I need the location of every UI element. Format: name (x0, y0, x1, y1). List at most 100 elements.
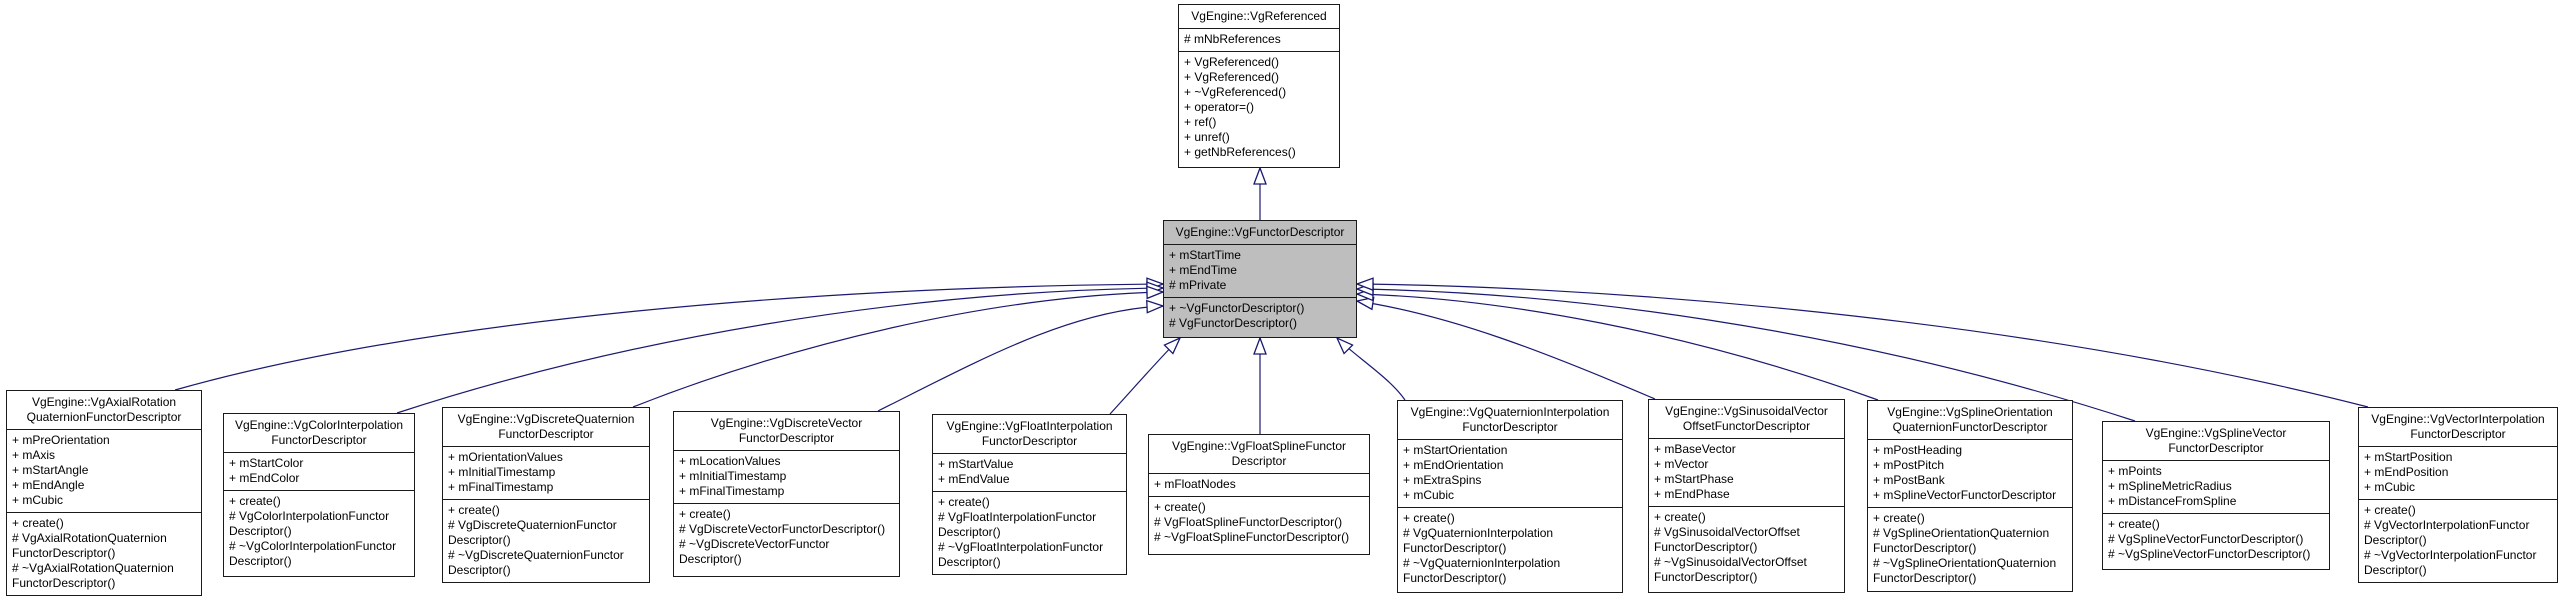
method: + VgReferenced() (1184, 55, 1280, 69)
class-title: VgEngine::VgAxialRotation QuaternionFunc… (26, 395, 182, 424)
class-box-quaternion-interpolation[interactable]: VgEngine::VgQuaternionInterpolation Func… (1397, 400, 1623, 593)
class-box-spline-orientation-quaternion[interactable]: VgEngine::VgSplineOrientation Quaternion… (1867, 400, 2073, 592)
method: # VgSplineVectorFunctorDescriptor() (2108, 532, 2304, 546)
method: + ~VgReferenced() (1184, 85, 1287, 99)
attribute: + mStartTime (1169, 248, 1241, 262)
methods-compartment: + create()# VgSplineOrientationQuaternio… (1868, 507, 2072, 590)
method: + getNbReferences() (1184, 145, 1296, 159)
inheritance-edge-discrete-vector (877, 299, 1165, 412)
attribute: # mNbReferences (1184, 32, 1281, 46)
class-title: VgEngine::VgFunctorDescriptor (1175, 225, 1345, 239)
attribute: # mPrivate (1169, 278, 1227, 292)
class-title: VgEngine::VgColorInterpolation FunctorDe… (234, 418, 404, 447)
class-box-vector-interpolation[interactable]: VgEngine::VgVectorInterpolation FunctorD… (2358, 407, 2558, 583)
method: # VgFunctorDescriptor() (1169, 316, 1298, 330)
class-title: VgEngine::VgFloatInterpolation FunctorDe… (946, 419, 1113, 448)
attribute: + mFloatNodes (1154, 477, 1236, 491)
method: + VgReferenced() (1184, 70, 1280, 84)
method: + create() (229, 494, 281, 508)
class-box-sinusoidal-vector-offset[interactable]: VgEngine::VgSinusoidalVector OffsetFunct… (1648, 399, 1845, 593)
attributes-compartment: # mNbReferences (1179, 28, 1339, 51)
attribute: + mStartColor (229, 456, 304, 470)
class-title: VgEngine::VgDiscreteVector FunctorDescri… (710, 416, 863, 445)
attribute: + mVector (1654, 457, 1709, 471)
attribute: + mSplineMetricRadius (2108, 479, 2232, 493)
method: + create() (679, 507, 731, 521)
attribute: + mDistanceFromSpline (2108, 494, 2237, 508)
method: # ~VgSplineVectorFunctorDescriptor() (2108, 547, 2311, 561)
class-box-float-interpolation[interactable]: VgEngine::VgFloatInterpolation FunctorDe… (932, 414, 1127, 575)
attribute: + mEndOrientation (1403, 458, 1504, 472)
class-title: VgEngine::VgSplineOrientation Quaternion… (1887, 405, 2053, 434)
class-title: VgEngine::VgSinusoidalVector OffsetFunct… (1665, 404, 1828, 433)
attribute: + mAxis (12, 448, 56, 462)
attribute: + mEndPosition (2364, 465, 2449, 479)
method: # ~VgVectorInterpolationFunctor Descript… (2364, 548, 2537, 577)
attribute: + mPreOrientation (12, 433, 110, 447)
attribute: + mInitialTimestamp (448, 465, 556, 479)
attributes-compartment: + mPreOrientation+ mAxis+ mStartAngle+ m… (7, 429, 201, 512)
attribute: + mEndValue (938, 472, 1010, 486)
inheritance-edge-axial-rotation-quaternion (174, 277, 1165, 391)
class-box-functor-descriptor[interactable]: VgEngine::VgFunctorDescriptor+ mStartTim… (1163, 220, 1357, 338)
class-box-referenced[interactable]: VgEngine::VgReferenced# mNbReferences+ V… (1178, 4, 1340, 168)
attribute: + mStartPhase (1654, 472, 1734, 486)
attribute: + mFinalTimestamp (448, 480, 554, 494)
method: + ~VgFunctorDescriptor() (1169, 301, 1305, 315)
attribute: + mEndColor (229, 471, 300, 485)
methods-compartment: + create()# VgQuaternionInterpolation Fu… (1398, 507, 1622, 590)
method: # ~VgFloatSplineFunctorDescriptor() (1154, 530, 1350, 544)
method: # ~VgSinusoidalVectorOffset FunctorDescr… (1654, 555, 1807, 584)
attribute: + mEndTime (1169, 263, 1237, 277)
attribute: + mLocationValues (679, 454, 781, 468)
method: + create() (448, 503, 500, 517)
method: # ~VgQuaternionInterpolation FunctorDesc… (1403, 556, 1561, 585)
method: + create() (1654, 510, 1706, 524)
class-box-spline-vector[interactable]: VgEngine::VgSplineVector FunctorDescript… (2102, 421, 2330, 570)
inheritance-edge-spline-orientation-quaternion (1355, 287, 1879, 401)
methods-compartment: + create()# VgFloatInterpolationFunctor … (933, 491, 1126, 574)
class-title: VgEngine::VgQuaternionInterpolation Func… (1410, 405, 1610, 434)
inheritance-edge-sinusoidal-vector-offset (1355, 296, 1656, 400)
attribute: + mInitialTimestamp (679, 469, 787, 483)
attributes-compartment: + mPostHeading+ mPostPitch+ mPostBank+ m… (1868, 439, 2072, 507)
inheritance-edge-discrete-quaternion (632, 285, 1165, 408)
attribute: + mStartPosition (2364, 450, 2453, 464)
method: # VgQuaternionInterpolation FunctorDescr… (1403, 526, 1554, 555)
attributes-compartment: + mStartColor+ mEndColor (224, 452, 414, 490)
attributes-compartment: + mLocationValues+ mInitialTimestamp+ mF… (674, 450, 899, 503)
class-title: VgEngine::VgDiscreteQuaternion FunctorDe… (457, 412, 635, 441)
methods-compartment: + create()# VgColorInterpolationFunctor … (224, 490, 414, 573)
attribute: + mCubic (2364, 480, 2416, 494)
attribute: + mOrientationValues (448, 450, 563, 464)
method: + create() (1403, 511, 1455, 525)
class-box-axial-rotation-quaternion[interactable]: VgEngine::VgAxialRotation QuaternionFunc… (6, 390, 202, 596)
method: + create() (938, 495, 990, 509)
method: # ~VgFloatInterpolationFunctor Descripto… (938, 540, 1104, 569)
method: # ~VgDiscreteVectorFunctor Descriptor() (679, 537, 830, 566)
attribute: + mEndPhase (1654, 487, 1730, 501)
attribute: + mCubic (12, 493, 64, 507)
inheritance-edge-quaternion-interpolation (1335, 336, 1406, 401)
methods-compartment: + create()# VgSplineVectorFunctorDescrip… (2103, 513, 2329, 566)
class-box-color-interpolation[interactable]: VgEngine::VgColorInterpolation FunctorDe… (223, 413, 415, 577)
attribute: + mPostBank (1873, 473, 1945, 487)
attribute: + mCubic (1403, 488, 1455, 502)
class-box-discrete-vector[interactable]: VgEngine::VgDiscreteVector FunctorDescri… (673, 411, 900, 577)
class-box-float-spline[interactable]: VgEngine::VgFloatSplineFunctor Descripto… (1148, 434, 1370, 555)
attribute: + mEndAngle (12, 478, 85, 492)
inheritance-edge-float-interpolation (1109, 336, 1182, 415)
class-box-discrete-quaternion[interactable]: VgEngine::VgDiscreteQuaternion FunctorDe… (442, 407, 650, 583)
class-title: VgEngine::VgVectorInterpolation FunctorD… (2371, 412, 2545, 441)
method: # ~VgDiscreteQuaternionFunctor Descripto… (448, 548, 624, 577)
inheritance-edge-color-interpolation (396, 281, 1165, 414)
method: + create() (12, 516, 64, 530)
attribute: + mBaseVector (1654, 442, 1736, 456)
attribute: + mStartOrientation (1403, 443, 1508, 457)
method: # VgFloatSplineFunctorDescriptor() (1154, 515, 1343, 529)
methods-compartment: + create()# VgSinusoidalVectorOffset Fun… (1649, 506, 1844, 589)
methods-compartment: + create()# VgDiscreteVectorFunctorDescr… (674, 503, 899, 571)
method: + create() (1154, 500, 1206, 514)
